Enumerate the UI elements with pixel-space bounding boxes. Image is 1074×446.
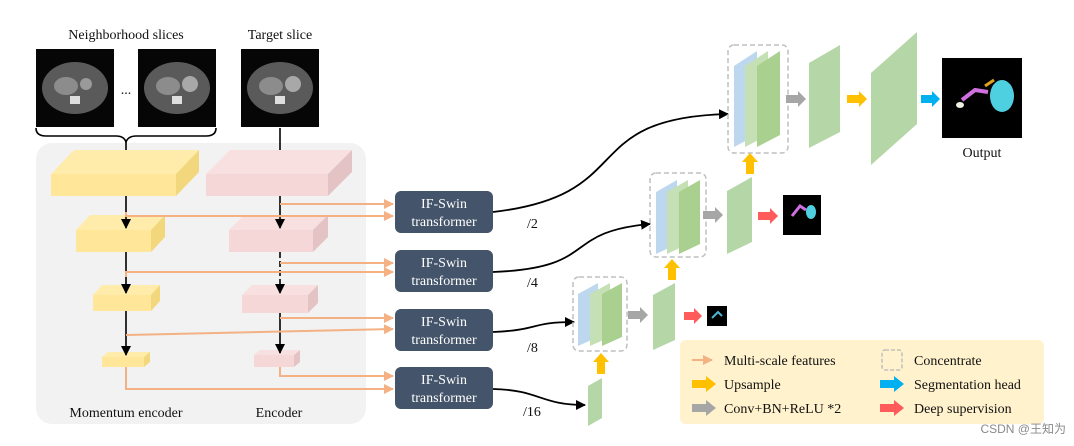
concat-stack-3	[734, 51, 780, 147]
legend-deepsup-text: Deep supervision	[914, 402, 1012, 417]
legend-concentrate-text: Concentrate	[914, 354, 982, 369]
swin-4-line2: transformer	[411, 391, 477, 406]
green-block-4	[871, 32, 917, 165]
legend-conv-text: Conv+BN+ReLU *2	[724, 402, 841, 417]
concat-stack-2	[656, 180, 700, 254]
scale-label-16: /16	[523, 405, 541, 420]
conv-arrow-1	[628, 307, 648, 323]
upsample-arrow-4	[742, 153, 758, 174]
legend-concentrate-icon	[881, 349, 903, 371]
deep-sup-arrow-2	[758, 208, 778, 224]
encoder-layer-2	[229, 215, 328, 252]
encoder-layer-1	[206, 150, 352, 196]
deep-sup-output-1	[707, 306, 727, 326]
encoder-label: Encoder	[256, 406, 303, 421]
concentrate-box-1	[572, 276, 628, 352]
swin-block-3: IF-Swin transformer	[395, 309, 493, 351]
conv-arrow-3	[786, 91, 806, 107]
swin-block-4: IF-Swin transformer	[395, 367, 493, 409]
scale-label-4: /4	[527, 276, 538, 291]
momentum-encoder-label: Momentum encoder	[69, 406, 182, 421]
legend-background	[680, 340, 1044, 424]
swin-4-line1: IF-Swin	[421, 373, 467, 388]
target-label: Target slice	[248, 28, 312, 43]
green-block-3	[809, 45, 840, 148]
neighborhood-label: Neighborhood slices	[68, 28, 183, 43]
conv-arrow-2	[703, 207, 723, 223]
neighborhood-bracket	[35, 127, 217, 145]
swin-3-line1: IF-Swin	[421, 315, 467, 330]
upsample-arrow-2	[664, 259, 680, 280]
legend-seghead-icon	[880, 376, 904, 392]
scale-label-8: /8	[527, 341, 538, 356]
upsample-arrow-3	[847, 91, 867, 107]
neighborhood-slices	[36, 49, 216, 127]
multi-scale-feature-arrows	[125, 199, 394, 394]
legend-multiscale-text: Multi-scale features	[724, 354, 836, 369]
concat-stack-1	[578, 283, 622, 346]
target-slice	[241, 49, 319, 127]
legend-upsample-icon	[692, 376, 716, 392]
green-block-2	[727, 177, 752, 254]
deep-sup-arrow-1	[684, 308, 702, 324]
watermark: CSDN @王知为	[980, 422, 1066, 436]
seg-head-arrow	[921, 91, 940, 107]
legend-deepsup-icon	[880, 400, 904, 416]
swin-2-line1: IF-Swin	[421, 256, 467, 271]
encoder-layer-4	[254, 350, 300, 367]
scale-label-2: /2	[527, 217, 538, 232]
momentum-layer-2	[76, 215, 165, 252]
legend: Multi-scale features Upsample Conv+BN+Re…	[680, 340, 1044, 424]
swin-2-line2: transformer	[411, 274, 477, 289]
swin-1-line1: IF-Swin	[421, 197, 467, 212]
swin-1-line2: transformer	[411, 215, 477, 230]
legend-upsample-text: Upsample	[724, 378, 781, 393]
green-block-1	[653, 283, 675, 350]
output-label: Output	[963, 146, 1002, 161]
green-block-bottom	[588, 378, 602, 426]
upsample-arrow-1	[593, 353, 609, 374]
skip-connections	[492, 109, 729, 410]
swin-block-1: IF-Swin transformer	[395, 191, 493, 233]
swin-3-line2: transformer	[411, 333, 477, 348]
legend-conv-icon	[692, 400, 716, 416]
ellipsis: ...	[121, 83, 132, 98]
swin-block-2: IF-Swin transformer	[395, 250, 493, 292]
momentum-layer-1	[51, 150, 199, 196]
legend-seghead-text: Segmentation head	[914, 378, 1021, 393]
